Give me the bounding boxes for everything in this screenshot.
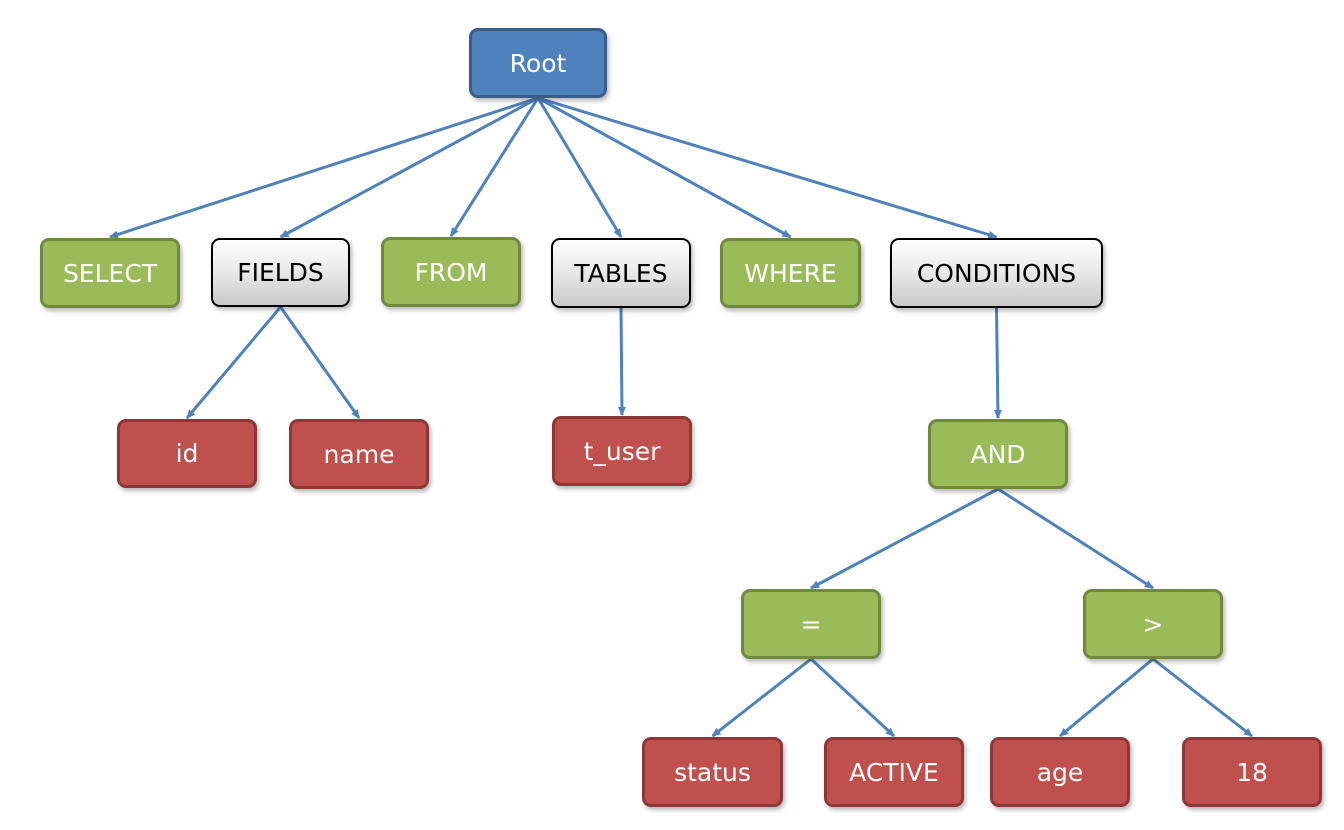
conditions-node: CONDITIONS <box>890 238 1103 308</box>
tables-node: TABLES <box>551 238 691 308</box>
edge-root-to-where <box>537 96 792 239</box>
fields-node: FIELDS <box>211 238 350 307</box>
status-node: status <box>642 737 783 807</box>
field-name-node-label: name <box>323 439 395 469</box>
edge-root-to-conditions <box>537 96 998 239</box>
active-node: ACTIVE <box>824 737 964 807</box>
edge-root-to-fields <box>279 96 539 239</box>
field-name-node: name <box>289 419 429 489</box>
conditions-node-label: CONDITIONS <box>916 258 1077 288</box>
age-node: age <box>990 737 1130 807</box>
edge-equals-to-status <box>711 657 812 738</box>
table-t-user-node: t_user <box>552 416 692 486</box>
edge-equals-to-active <box>809 657 896 738</box>
equals-node-label: = <box>800 609 822 639</box>
where-node-label: WHERE <box>744 258 837 288</box>
root-node: Root <box>469 28 607 98</box>
edge-root-to-from <box>449 97 540 237</box>
status-node-label: status <box>674 757 751 787</box>
active-node-label: ACTIVE <box>849 757 939 787</box>
tables-node-label: TABLES <box>574 258 668 288</box>
edge-and-to-greater-than <box>997 487 1154 590</box>
select-node-label: SELECT <box>62 258 158 288</box>
edge-and-to-equals <box>810 487 999 590</box>
where-node: WHERE <box>720 238 861 308</box>
field-id-node: id <box>117 419 257 488</box>
from-node: FROM <box>381 237 521 307</box>
equals-node: = <box>741 589 881 659</box>
eighteen-node-label: 18 <box>1236 757 1268 787</box>
edge-tables-to-table-t-user <box>617 307 626 416</box>
age-node-label: age <box>1036 757 1084 787</box>
and-node: AND <box>928 419 1068 489</box>
edge-root-to-select <box>109 96 539 239</box>
root-node-label: Root <box>509 48 567 78</box>
edge-greater-than-to-eighteen <box>1152 657 1253 738</box>
and-node-label: AND <box>970 439 1026 469</box>
edge-greater-than-to-age <box>1059 657 1154 738</box>
edge-fields-to-field-name <box>279 306 361 419</box>
edge-root-to-tables <box>536 97 623 238</box>
table-t-user-node-label: t_user <box>583 436 661 466</box>
eighteen-node: 18 <box>1182 737 1322 807</box>
field-id-node-label: id <box>175 439 199 468</box>
from-node-label: FROM <box>414 257 488 287</box>
greater-than-node-label: > <box>1142 609 1164 639</box>
select-node: SELECT <box>40 238 180 308</box>
greater-than-node: > <box>1083 589 1223 659</box>
fields-node-label: FIELDS <box>237 258 324 287</box>
edge-conditions-to-and <box>993 307 1002 419</box>
edge-fields-to-field-id <box>185 306 282 419</box>
